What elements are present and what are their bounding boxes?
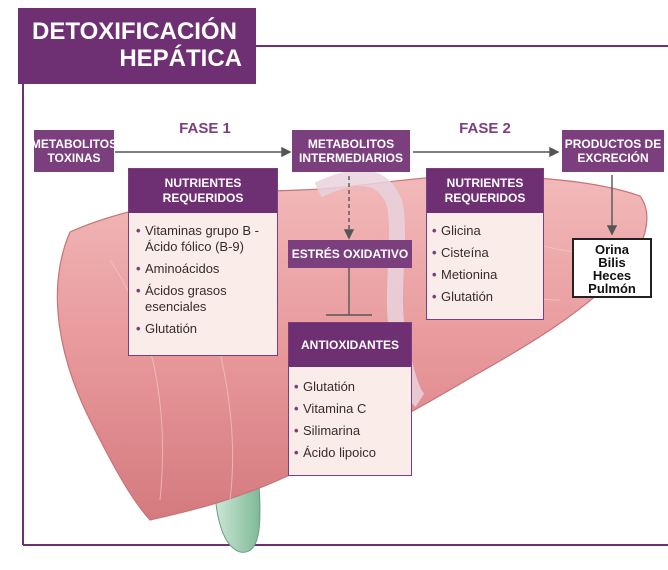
flow-arrows — [115, 146, 618, 316]
list-item: Glutatión — [431, 289, 539, 305]
list-item: Glutatión — [293, 379, 407, 395]
list-item: Aminoácidos — [135, 261, 271, 277]
list-item: Metionina — [431, 267, 539, 283]
title-banner: DETOXIFICACIÓN HEPÁTICA — [18, 8, 256, 84]
title-line-2: HEPÁTICA — [119, 45, 242, 72]
list-item: Glicina — [431, 223, 539, 239]
phase-1-panel-header: NUTRIENTES REQUERIDOS — [129, 169, 277, 213]
list-item: Cisteína — [431, 245, 539, 261]
antioxidants-panel-header: ANTIOXIDANTES — [289, 323, 411, 367]
intermediate-metabolites-label: METABOLITOS INTERMEDIARIOS — [292, 130, 410, 172]
excretion-route: Orina — [595, 242, 629, 257]
toxins-label: METABOLITOS TOXINAS — [31, 130, 117, 172]
phase-2-nutrients-panel: NUTRIENTES REQUERIDOS Glicina Cisteína M… — [426, 168, 544, 320]
excretion-routes-box: Orina Bilis Heces Pulmón — [572, 238, 652, 298]
phase-1-nutrients-panel: NUTRIENTES REQUERIDOS Vitaminas grupo B … — [128, 168, 278, 356]
list-item: Silimarina — [293, 423, 407, 439]
list-item: Ácidos grasos esenciales — [135, 283, 271, 315]
phase-1-nutrient-list: Vitaminas grupo B - Ácido fólico (B-9) A… — [129, 213, 277, 337]
antioxidants-list: Glutatión Vitamina C Silimarina Ácido li… — [289, 367, 411, 461]
oxidative-stress-label: ESTRÉS OXIDATIVO — [288, 240, 412, 268]
list-item: Vitaminas grupo B - Ácido fólico (B-9) — [135, 223, 271, 255]
list-item: Vitamina C — [293, 401, 407, 417]
antioxidants-panel: ANTIOXIDANTES Glutatión Vitamina C Silim… — [288, 322, 412, 476]
phase-2-nutrient-list: Glicina Cisteína Metionina Glutatión — [427, 213, 543, 305]
excretion-route: Pulmón — [588, 281, 636, 296]
phase-1-label: FASE 1 — [179, 120, 231, 137]
title-line-1: DETOXIFICACIÓN — [32, 18, 237, 45]
excretion-route: Bilis — [598, 255, 626, 270]
list-item: Glutatión — [135, 321, 271, 337]
list-item: Ácido lipoico — [293, 445, 407, 461]
phase-2-panel-header: NUTRIENTES REQUERIDOS — [427, 169, 543, 213]
excretion-route: Heces — [592, 268, 632, 283]
phase-2-label: FASE 2 — [459, 120, 511, 137]
excretion-products-label: PRODUCTOS DE EXCRECIÓN — [562, 130, 664, 172]
liver-texture-lines — [109, 209, 621, 501]
